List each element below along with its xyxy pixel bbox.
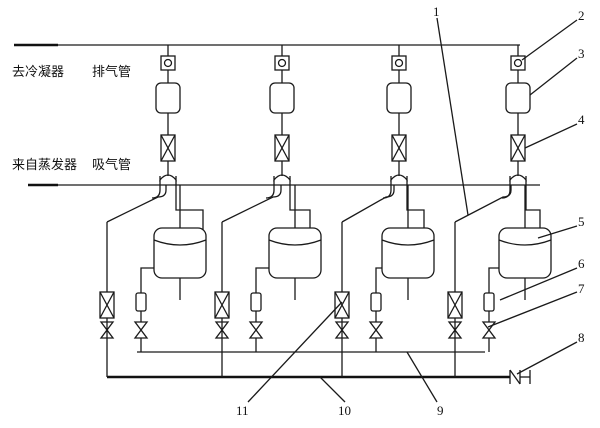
callout-5: 5 [578,214,585,229]
suction-link [454,185,512,223]
suction-link [106,185,167,223]
oil-feed [255,267,269,283]
oil-separator-icon [269,82,295,114]
callout-3: 3 [578,46,585,61]
shutoff-valve-icon [133,321,149,339]
shutoff-valve-icon [368,321,384,339]
compressor-icon [381,227,435,279]
suction-link [341,185,395,223]
callout-10: 10 [338,403,351,418]
filter-cross [160,134,176,162]
sight-glass-lens [277,58,287,68]
label-from-evaporator: 来自蒸发器 [12,157,77,173]
callout-7: 7 [578,281,585,296]
discharge-branch-left [265,180,275,199]
pipe-crossover [273,174,291,182]
sight-glass-lens [394,58,404,68]
filter-cross [274,134,290,162]
filter-cross [99,291,115,319]
oil-separator-icon [386,82,412,114]
callout-8: 8 [578,330,585,345]
oil-level-gauge-icon [483,292,495,312]
sight-glass-lens [163,58,173,68]
compressor-seam [498,239,552,246]
compressor-icon [498,227,552,279]
oil-feed [375,267,382,283]
shutoff-valve-icon [481,321,497,339]
shutoff-valve-icon [99,321,115,339]
oil-separator-icon [505,82,531,114]
shutoff-valve-icon [447,321,463,339]
oil-feed [488,267,499,283]
callout-11: 11 [236,403,249,418]
sight-glass-icon [274,55,290,71]
compressor-icon [153,227,207,279]
sight-glass-icon [391,55,407,71]
filter-cross [214,291,230,319]
label-suction-pipe: 吸气管 [92,157,131,173]
sight-glass-icon [160,55,176,71]
compressor-icon [268,227,322,279]
callout-6: 6 [578,256,585,271]
pipe-crossover [390,174,408,182]
compressor-unit-4 [447,45,552,377]
sight-glass-lens [513,58,523,68]
shutoff-valve-icon [334,321,350,339]
callout-2: 2 [578,8,585,23]
compressor-unit-3 [334,45,435,377]
suction-link [221,185,282,223]
filter-cross [510,134,526,162]
shutoff-valve-icon [248,321,264,339]
filter-cross [447,291,463,319]
discharge-branch-left [382,180,392,199]
filter-cross [391,134,407,162]
label-exhaust-pipe: 排气管 [92,64,131,80]
compressor-seam [153,239,207,246]
discharge-branch-right [175,180,204,240]
callout-4: 4 [578,112,585,127]
callout-leaders [247,17,578,403]
compressor-units [99,45,552,377]
oil-level-gauge-icon [135,292,147,312]
sight-glass-icon [510,55,526,71]
discharge-branch-right [289,180,311,240]
callout-1: 1 [433,4,440,19]
pipe-crossover [159,174,177,182]
oil-level-gauge-icon [370,292,382,312]
compressor-unit-1 [99,45,207,377]
filter-cross [334,291,350,319]
compressor-seam [381,239,435,246]
discharge-branch-right [406,180,425,240]
compressor-seam [268,239,322,246]
check-valve [509,369,521,385]
shutoff-valve-icon [214,321,230,339]
oil-equalizing-line [107,370,531,384]
callout-9: 9 [437,403,444,418]
oil-feed [140,267,154,283]
compressor-unit-2 [214,45,322,377]
oil-level-gauge-icon [250,292,262,312]
oil-separator-icon [155,82,181,114]
discharge-branch-left [151,180,161,199]
label-to-condenser: 去冷凝器 [12,64,64,80]
pipe-crossover [509,174,527,182]
discharge-branch-right [525,180,541,240]
